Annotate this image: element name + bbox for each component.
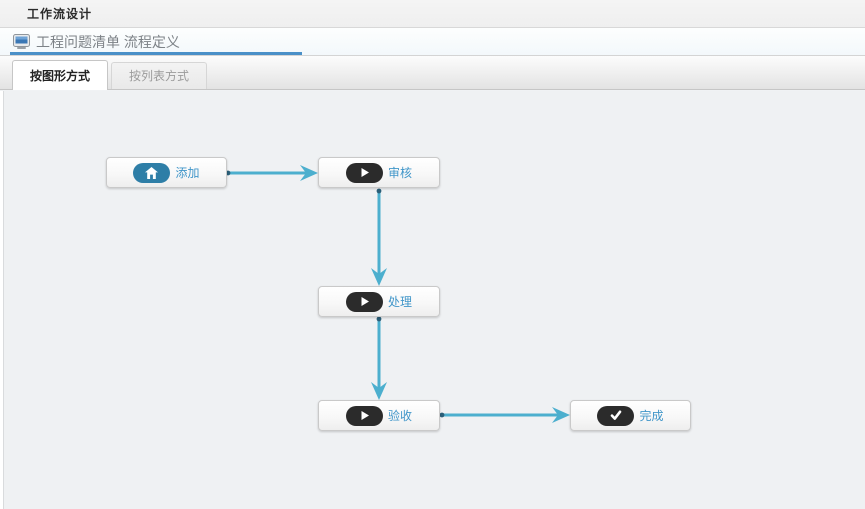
node-label: 处理: [387, 295, 412, 309]
breadcrumb-bar: 工程问题清单 流程定义: [0, 28, 865, 55]
workflow-node-complete[interactable]: 完成: [570, 400, 691, 431]
workflow-connectors: [225, 165, 570, 423]
node-label: 验收: [387, 409, 412, 423]
workflow-canvas: 添加 审核 处理: [0, 91, 865, 509]
workflow-node-review[interactable]: 审核: [318, 157, 440, 188]
breadcrumb-underline: [10, 52, 302, 55]
workflow-node-process[interactable]: 处理: [318, 286, 440, 317]
node-label: 添加: [175, 166, 200, 180]
play-icon: [345, 405, 383, 426]
workflow-node-accept[interactable]: 验收: [318, 400, 440, 431]
breadcrumb: 工程问题清单 流程定义: [36, 33, 180, 50]
node-label: 审核: [387, 166, 412, 180]
workflow-canvas-surface[interactable]: 添加 审核 处理: [3, 91, 865, 509]
monitor-icon: [13, 34, 30, 49]
tab-graph-view[interactable]: 按图形方式: [12, 60, 109, 90]
check-icon: [597, 405, 635, 426]
window-titlebar: 工作流设计: [0, 0, 865, 28]
page-title: 工作流设计: [27, 7, 93, 21]
tab-list-view[interactable]: 按列表方式: [111, 62, 208, 89]
home-icon: [133, 162, 171, 183]
play-icon: [345, 162, 383, 183]
tab-strip: 按图形方式 按列表方式: [0, 55, 865, 90]
play-icon: [345, 291, 383, 312]
node-label: 完成: [639, 409, 664, 423]
workflow-node-add[interactable]: 添加: [106, 157, 227, 188]
